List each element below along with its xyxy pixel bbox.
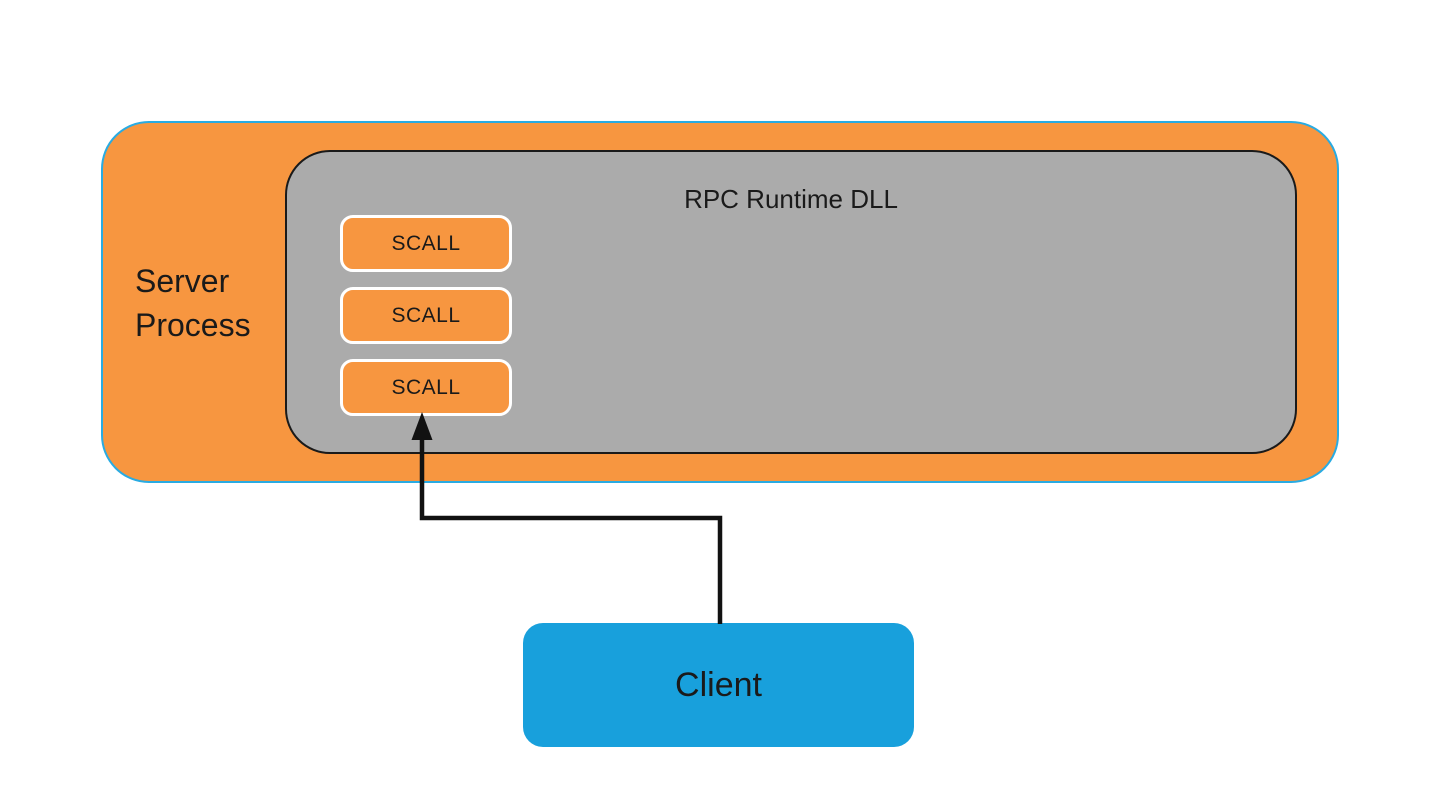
scall-label-3: SCALL (391, 375, 461, 399)
scall-label-1: SCALL (391, 231, 461, 255)
scall-label-2: SCALL (391, 303, 461, 327)
rpc-runtime-dll-label: RPC Runtime DLL (684, 184, 898, 214)
server-process-label: Server Process (135, 263, 251, 343)
scall-box-2: SCALL (340, 287, 512, 344)
client-box: Client (523, 623, 914, 747)
server-process-box: Server Process RPC Runtime DLL SCALL SCA… (101, 121, 1339, 483)
scall-box-1: SCALL (340, 215, 512, 272)
rpc-runtime-dll-box: RPC Runtime DLL SCALL SCALL SCALL (285, 150, 1297, 454)
scall-box-3: SCALL (340, 359, 512, 416)
client-label: Client (675, 665, 762, 704)
